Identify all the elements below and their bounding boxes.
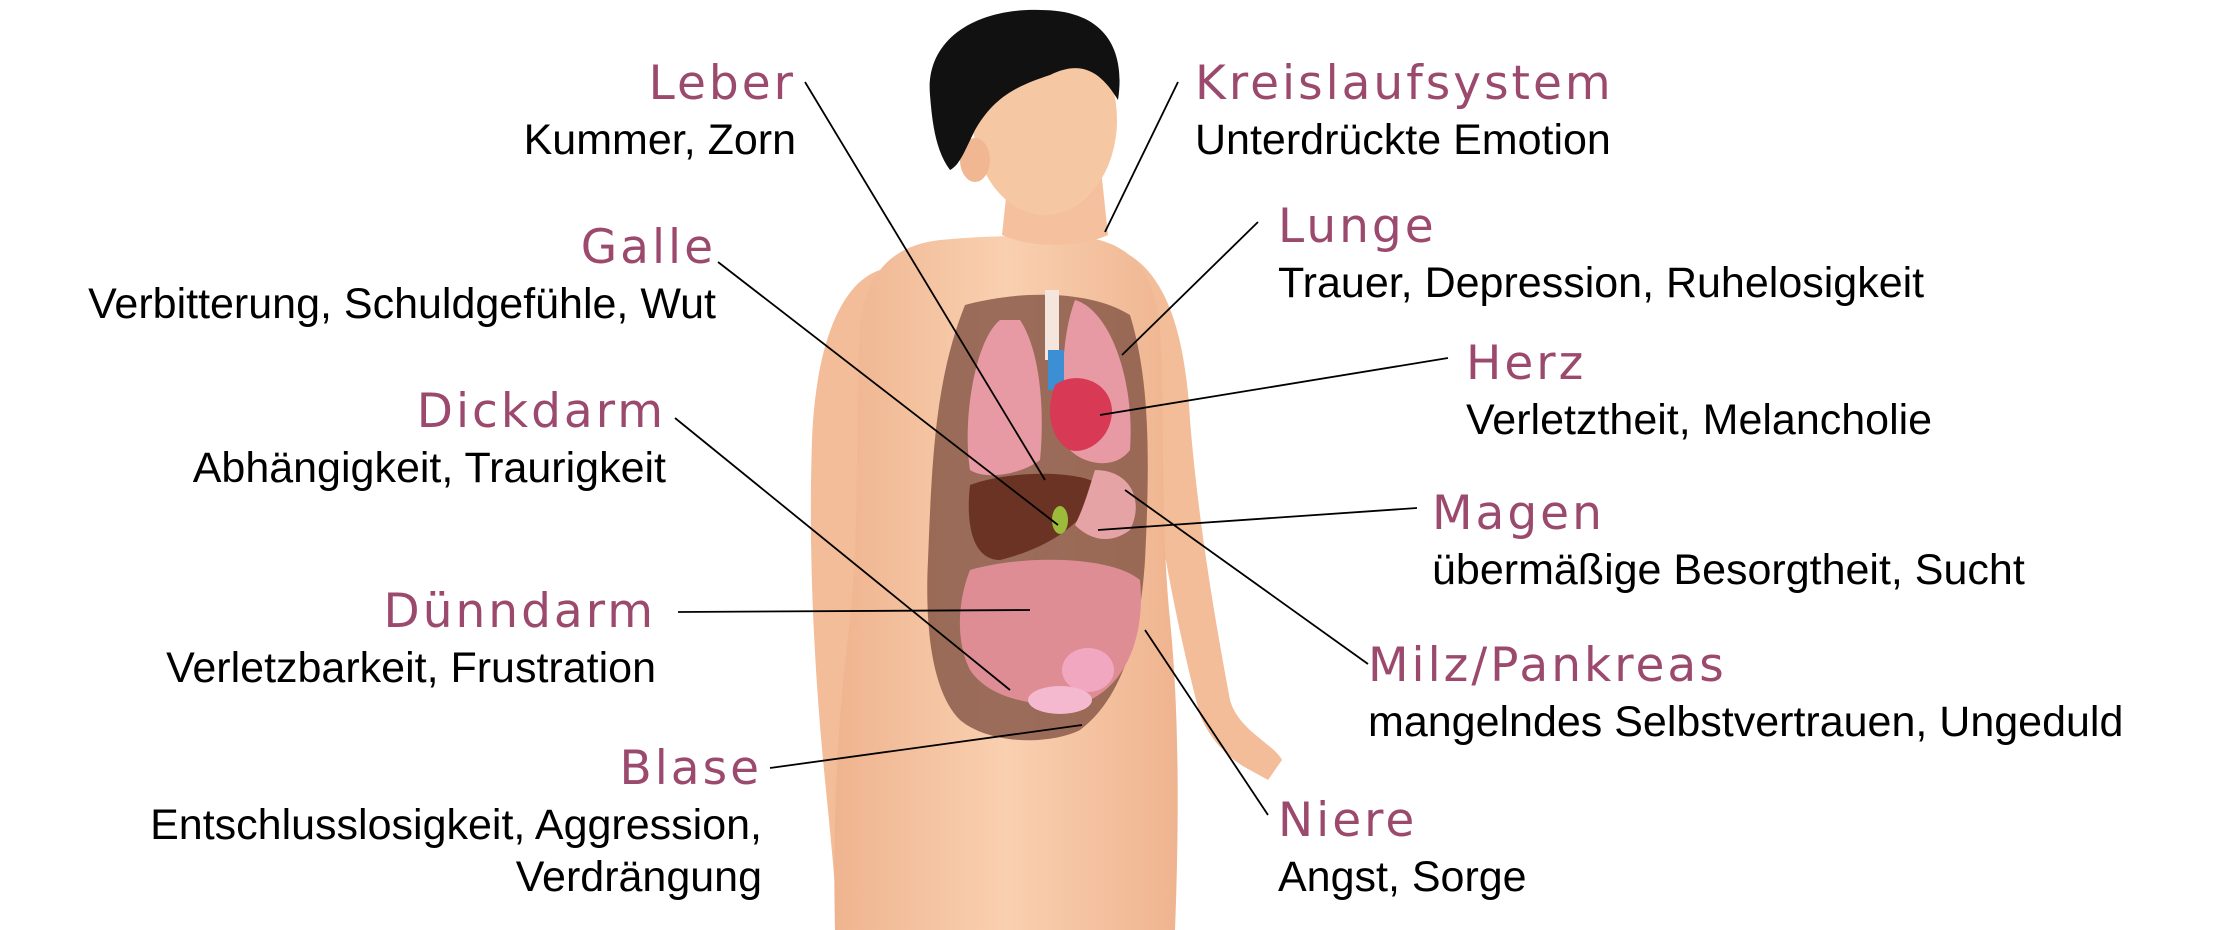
emotion-milz: mangelndes Selbstvertrauen, Ungeduld (1368, 697, 2123, 749)
emotion-lunge: Trauer, Depression, Ruhelosigkeit (1278, 258, 1924, 310)
emotion-leber: Kummer, Zorn (524, 115, 796, 167)
bladder (1062, 648, 1114, 692)
emotion-niere: Angst, Sorge (1278, 852, 1527, 904)
organ-name-leber: Leber (524, 60, 796, 107)
emotion-duenndarm: Verletzbarkeit, Frustration (166, 643, 656, 695)
organ-name-dickdarm: Dickdarm (193, 388, 666, 435)
emotion-blase-line1: Entschlusslosigkeit, Aggression, (150, 800, 762, 852)
organ-name-blase: Blase (150, 745, 762, 792)
emotion-galle: Verbitterung, Schuldgefühle, Wut (88, 279, 716, 331)
organ-name-magen: Magen (1432, 490, 2025, 537)
organ-name-lunge: Lunge (1278, 203, 1924, 250)
emotion-kreislauf: Unterdrückte Emotion (1195, 115, 1614, 167)
emotion-herz: Verletztheit, Melancholie (1466, 395, 1932, 447)
label-milz: Milz/Pankreas mangelndes Selbstvertrauen… (1368, 642, 2123, 749)
emotion-blase-line2: Verdrängung (150, 852, 762, 904)
label-blase: Blase Entschlusslosigkeit, Aggression, V… (150, 745, 762, 903)
organs (960, 290, 1141, 714)
label-magen: Magen übermäßige Besorgtheit, Sucht (1432, 490, 2025, 597)
organ-name-kreislauf: Kreislaufsystem (1195, 60, 1614, 107)
organ-name-duenndarm: Dünndarm (166, 588, 656, 635)
organ-name-milz: Milz/Pankreas (1368, 642, 2123, 689)
label-herz: Herz Verletztheit, Melancholie (1466, 340, 1932, 447)
label-duenndarm: Dünndarm Verletzbarkeit, Frustration (166, 588, 656, 695)
label-leber: Leber Kummer, Zorn (524, 60, 796, 167)
organ-name-herz: Herz (1466, 340, 1932, 387)
trachea (1045, 290, 1059, 360)
emotion-magen: übermäßige Besorgtheit, Sucht (1432, 545, 2025, 597)
label-kreislauf: Kreislaufsystem Unterdrückte Emotion (1195, 60, 1614, 167)
bladder-lower (1028, 686, 1092, 714)
label-lunge: Lunge Trauer, Depression, Ruhelosigkeit (1278, 203, 1924, 310)
organ-name-galle: Galle (88, 224, 716, 271)
label-dickdarm: Dickdarm Abhängigkeit, Traurigkeit (193, 388, 666, 495)
emotion-dickdarm: Abhängigkeit, Traurigkeit (193, 443, 666, 495)
label-niere: Niere Angst, Sorge (1278, 797, 1527, 904)
gallbladder (1052, 506, 1068, 534)
organ-name-niere: Niere (1278, 797, 1527, 844)
label-galle: Galle Verbitterung, Schuldgefühle, Wut (88, 224, 716, 331)
